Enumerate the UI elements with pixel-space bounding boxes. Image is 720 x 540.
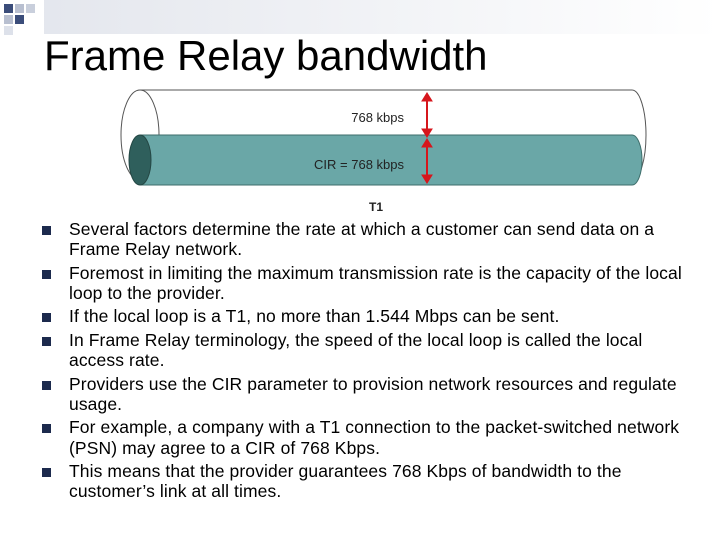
bandwidth-arrow-top <box>421 92 433 138</box>
inner-pipe-end <box>128 134 152 186</box>
square-bullet-icon <box>42 269 51 279</box>
square-bullet-icon <box>42 424 51 434</box>
slide-title: Frame Relay bandwidth <box>44 32 488 79</box>
bullet-item: Several factors determine the rate at wh… <box>40 219 700 259</box>
bullet-item: In Frame Relay terminology, the speed of… <box>40 330 700 370</box>
square-bullet-icon <box>42 380 51 390</box>
bullet-item: Foremost in limiting the maximum transmi… <box>40 263 700 303</box>
bullet-item: Providers use the CIR parameter to provi… <box>40 374 700 414</box>
square-bullet-icon <box>42 313 51 323</box>
cir-label: CIR = 768 kbps <box>314 157 404 172</box>
header-band <box>44 0 720 34</box>
bullet-item: For example, a company with a T1 connect… <box>40 417 700 458</box>
square-bullet-icon <box>42 468 51 478</box>
top-bandwidth-label: 768 kbps <box>351 110 404 125</box>
bandwidth-arrow-bottom <box>421 138 433 184</box>
bullet-list: Several factors determine the rate at wh… <box>40 219 700 505</box>
square-bullet-icon <box>42 226 51 235</box>
t1-label: T1 <box>369 200 383 214</box>
corner-decoration <box>4 4 35 35</box>
square-bullet-icon <box>42 336 51 346</box>
bullet-item: If the local loop is a T1, no more than … <box>40 306 700 326</box>
bullet-item: This means that the provider guarantees … <box>40 461 700 501</box>
bandwidth-pipe-diagram: 768 kbps CIR = 768 kbps T1 <box>120 89 647 214</box>
